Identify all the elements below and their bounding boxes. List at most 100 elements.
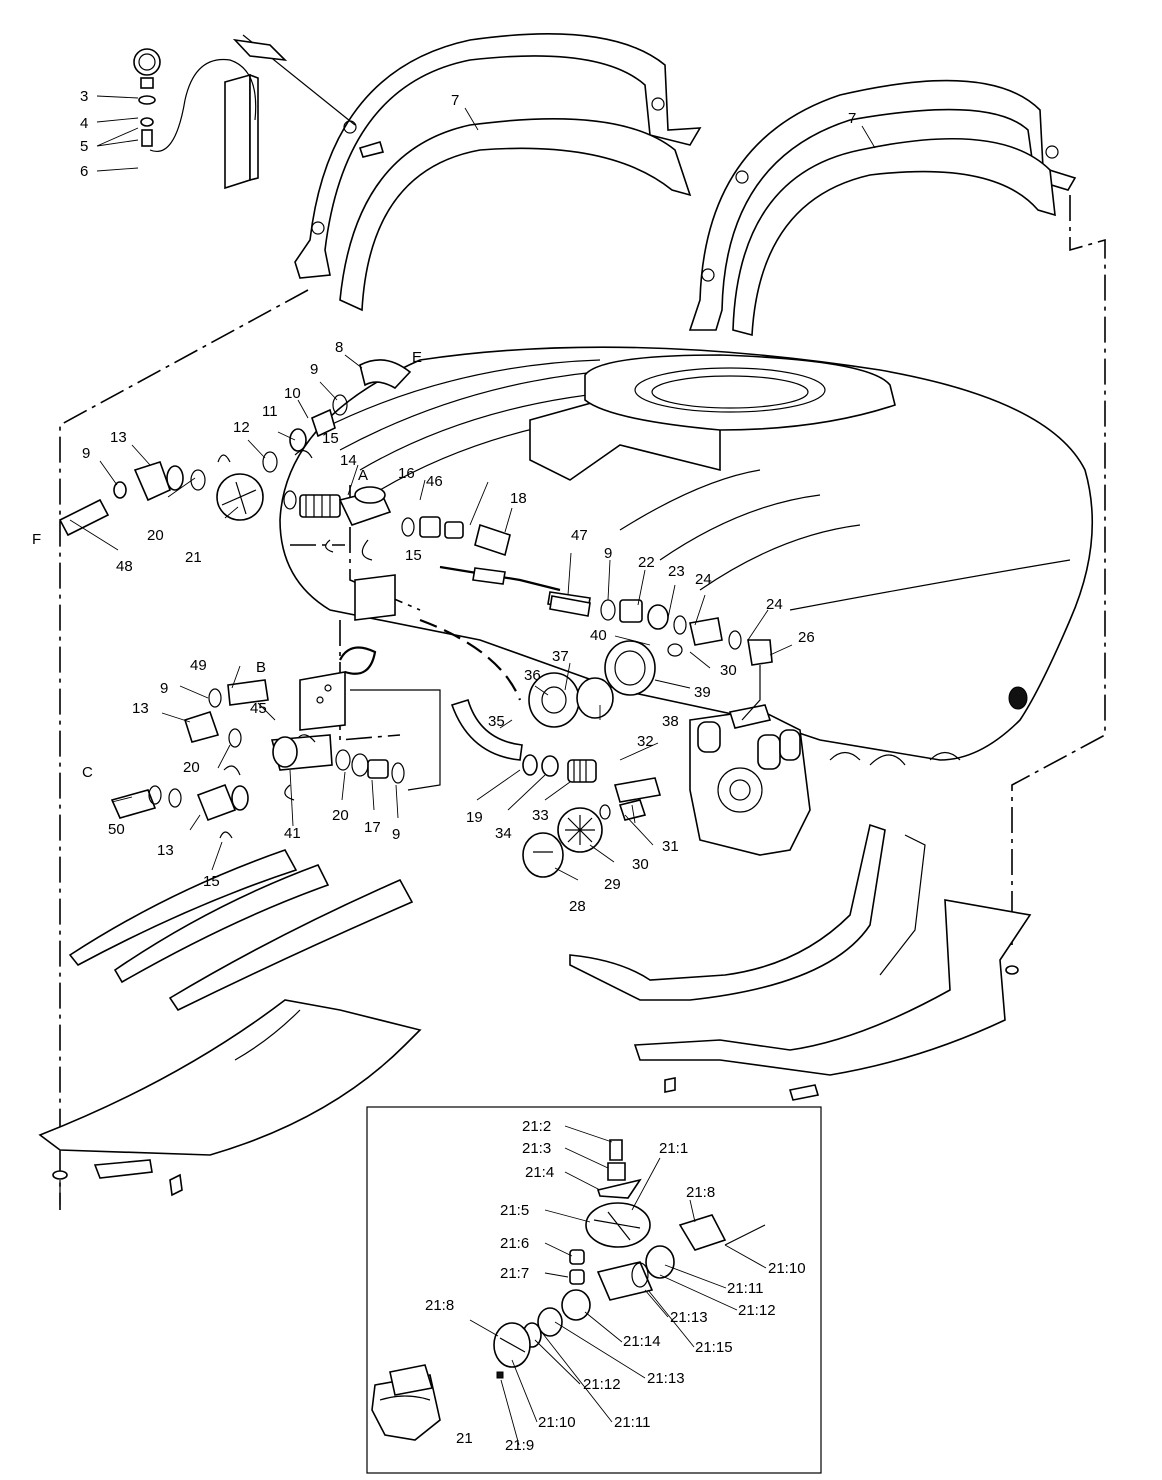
callout-20-lower: 20 — [332, 807, 349, 824]
callout-4: 4 — [80, 115, 88, 132]
gauge-assembly — [133, 34, 385, 190]
assembly-centerlines — [59, 195, 1106, 1210]
callout-13-middle: 13 — [132, 700, 149, 717]
callout-33: 33 — [532, 807, 549, 824]
detail-callout-21-10-top: 21:10 — [768, 1260, 806, 1277]
callout-15-middle: 15 — [405, 547, 422, 564]
callout-36: 36 — [524, 667, 541, 684]
callout-labels: 3 4 5 6 7 7 8 E 9 10 11 12 13 9 15 14 A … — [32, 88, 856, 915]
callout-15-upper: 15 — [322, 430, 339, 447]
callout-3: 3 — [80, 88, 88, 105]
callout-32: 32 — [637, 733, 654, 750]
callout-41: 41 — [284, 825, 301, 842]
callout-20-middle: 20 — [183, 759, 200, 776]
callout-16: 16 — [398, 465, 415, 482]
detail-callout-21-10-bottom: 21:10 — [538, 1414, 576, 1431]
callout-30-upper: 30 — [720, 662, 737, 679]
callout-15-lower: 15 — [203, 873, 220, 890]
detail-callout-21-11-top: 21:11 — [727, 1280, 763, 1297]
callout-28: 28 — [569, 898, 586, 915]
callout-12: 12 — [233, 419, 250, 436]
detail-callout-21-13-top: 21:13 — [670, 1309, 708, 1326]
callout-13-upper: 13 — [110, 429, 127, 446]
callout-40: 40 — [590, 627, 607, 644]
callout-E: E — [412, 349, 422, 366]
detail-callout-21-15: 21:15 — [695, 1339, 733, 1356]
detail-callout-21-11-bottom: 21:11 — [614, 1414, 650, 1431]
callout-34: 34 — [495, 825, 512, 842]
leader-lines — [69, 95, 876, 881]
detail-callout-21-7: 21:7 — [500, 1265, 529, 1282]
tank-saddles — [38, 823, 1032, 1179]
detail-callout-21-9: 21:9 — [505, 1437, 534, 1454]
detail-callout-21-3: 21:3 — [522, 1140, 551, 1157]
callout-26: 26 — [798, 629, 815, 646]
callout-20-upper: 20 — [147, 527, 164, 544]
callout-9-left: 9 — [82, 445, 90, 462]
detail-callout-21-13-bottom: 21:13 — [647, 1370, 685, 1387]
callout-C: C — [82, 764, 93, 781]
callout-7-right: 7 — [848, 110, 856, 127]
valve-detail-inset — [366, 1106, 822, 1474]
pressure-side-fittings — [549, 595, 773, 721]
mounting-brackets — [299, 574, 396, 731]
callout-B: B — [256, 659, 266, 676]
detail-callout-21-12-top: 21:12 — [738, 1302, 776, 1319]
tank — [279, 346, 1094, 766]
callout-5: 5 — [80, 138, 88, 155]
callout-9-right: 9 — [604, 545, 612, 562]
left-fender-bracket — [294, 33, 702, 312]
detail-callout-21-4: 21:4 — [525, 1164, 554, 1181]
callout-11: 11 — [262, 403, 278, 420]
callout-10: 10 — [284, 385, 301, 402]
callout-8: 8 — [335, 339, 343, 356]
callout-46: 46 — [426, 473, 443, 490]
callout-A: A — [358, 467, 368, 484]
detail-callout-21: 21 — [456, 1430, 473, 1447]
detail-leader-lines — [469, 1125, 767, 1446]
callout-14: 14 — [340, 452, 357, 469]
callout-17: 17 — [364, 819, 381, 836]
detail-callout-21-8-left: 21:8 — [425, 1297, 454, 1314]
callout-24-left: 24 — [695, 571, 712, 588]
callout-48: 48 — [116, 558, 133, 575]
callout-45: 45 — [250, 700, 267, 717]
callout-19: 19 — [466, 809, 483, 826]
callout-30-lower: 30 — [632, 856, 649, 873]
callout-18: 18 — [510, 490, 527, 507]
callout-38: 38 — [662, 713, 679, 730]
callout-9-lower: 9 — [392, 826, 400, 843]
callout-9-lower-left: 9 — [160, 680, 168, 697]
fasteners — [52, 965, 1019, 1205]
callout-6: 6 — [80, 163, 88, 180]
callout-47: 47 — [571, 527, 588, 544]
detail-callout-21-14: 21:14 — [623, 1333, 661, 1350]
callout-39: 39 — [694, 684, 711, 701]
detail-callout-21-1: 21:1 — [659, 1140, 688, 1157]
detail-callout-21-8-top: 21:8 — [686, 1184, 715, 1201]
callout-23: 23 — [668, 563, 685, 580]
left-valve-assembly — [58, 359, 511, 561]
detail-callout-21-5: 21:5 — [500, 1202, 529, 1219]
callout-9-upper: 9 — [310, 361, 318, 378]
callout-7-left: 7 — [451, 92, 459, 109]
right-fender-bracket — [688, 79, 1077, 337]
callout-22: 22 — [638, 554, 655, 571]
detail-callout-21-2: 21:2 — [522, 1118, 551, 1135]
callout-24-right: 24 — [766, 596, 783, 613]
callout-49: 49 — [190, 657, 207, 674]
detail-callout-labels: 21:2 21:3 21:1 21:4 21:8 21:5 21:6 21:7 … — [425, 1118, 806, 1454]
detail-callout-21-6: 21:6 — [500, 1235, 529, 1252]
callout-31: 31 — [662, 838, 679, 855]
callout-F: F — [32, 531, 41, 548]
lower-valve-assembly — [110, 679, 441, 839]
callout-21: 21 — [185, 549, 202, 566]
callout-50: 50 — [108, 821, 125, 838]
callout-29: 29 — [604, 876, 621, 893]
detail-callout-21-12-bottom: 21:12 — [583, 1376, 621, 1393]
callout-13-lower: 13 — [157, 842, 174, 859]
pump — [689, 704, 811, 856]
callout-35: 35 — [488, 713, 505, 730]
callout-37: 37 — [552, 648, 569, 665]
